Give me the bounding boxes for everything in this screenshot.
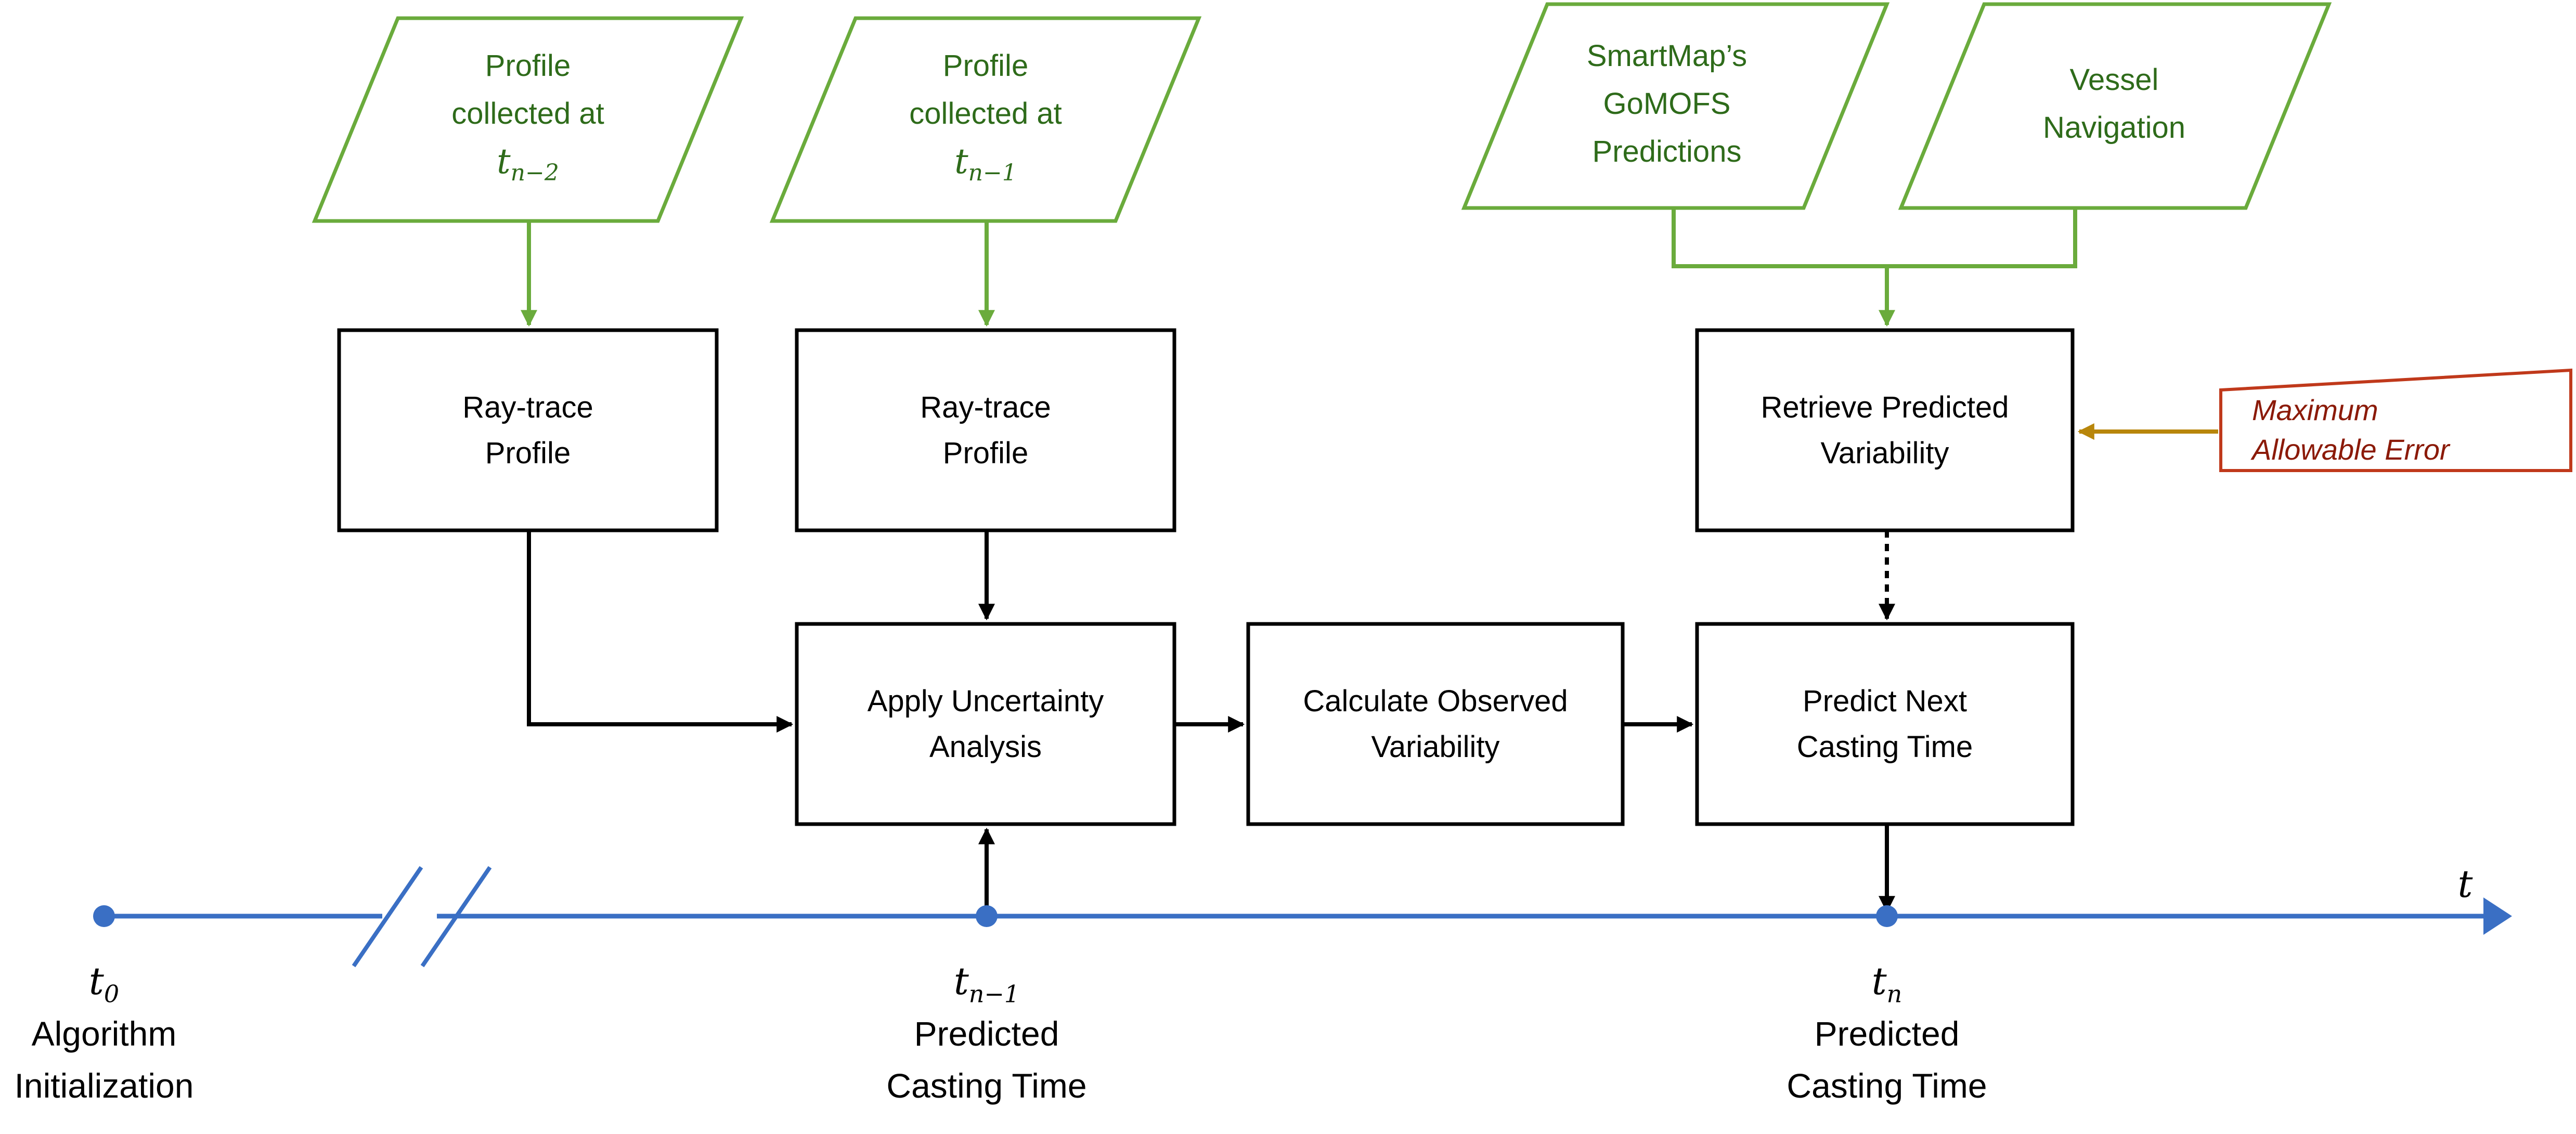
box-raytrace-1 <box>337 328 719 532</box>
timeline-point-tn <box>1876 905 1898 927</box>
input-profile-n1-shape <box>769 16 1202 223</box>
timeline-break-mark-2 <box>420 866 492 968</box>
box-raytrace-2 <box>795 328 1176 532</box>
timeline-tn-group: tn Predicted Casting Time <box>1757 959 2017 1131</box>
max-error-label: Maximum Allowable Error <box>2252 394 2450 466</box>
connector-inputs-merge <box>1672 208 2077 268</box>
box-apply-uncertainty <box>795 622 1176 826</box>
input-profile-n2: Profile collected at tn−2 <box>382 42 674 198</box>
connector-raytrace1-to-apply <box>527 530 794 733</box>
timeline-tn1-group: tn−1 Predicted Casting Time <box>857 959 1117 1131</box>
timeline-break-mark-1 <box>352 866 423 968</box>
input-profile-n2-shape <box>312 16 744 223</box>
input-vessel-nav-shape <box>1898 2 2332 210</box>
input-profile-n2-label: Profile collected at <box>451 48 604 131</box>
timeline-t0-symbol: t0 <box>88 959 120 1008</box>
retrieve-variability-label: Retrieve Predicted Variability <box>1761 390 2009 470</box>
apply-uncertainty-label: Apply Uncertainty Analysis <box>867 684 1104 764</box>
input-profile-n1-symbol: tn−1 <box>954 141 1017 187</box>
timeline-tn1-symbol: tn−1 <box>953 959 1020 1008</box>
timeline-tn-label: Predicted Casting Time <box>1787 1014 1987 1105</box>
calc-variability-label: Calculate Observed Variability <box>1303 684 1568 764</box>
box-retrieve-variability <box>1695 328 2075 532</box>
timeline-tn-symbol: tn <box>1871 959 1902 1008</box>
input-vessel-nav-label: Vessel Navigation <box>2042 63 2186 145</box>
input-profile-n2-symbol: tn−2 <box>497 141 559 187</box>
timeline-t0-group: t0 Algorithm Initialization <box>10 959 198 1131</box>
external-max-error-shape <box>2219 368 2572 472</box>
input-profile-n1-label: Profile collected at <box>909 48 1062 131</box>
timeline-axis-symbol: t <box>2457 862 2473 906</box>
input-profile-n1: Profile collected at tn−1 <box>840 42 1131 198</box>
timeline-arrowhead <box>2483 897 2512 935</box>
timeline-point-tn1 <box>976 905 998 927</box>
box-predict-next <box>1695 622 2075 826</box>
timeline-tn1-label: Predicted Casting Time <box>886 1014 1087 1105</box>
input-smartmap-shape <box>1461 2 1890 210</box>
timeline-t0-label: Algorithm Initialization <box>14 1014 194 1105</box>
box-calc-variability <box>1246 622 1625 826</box>
timeline-point-t0 <box>93 905 115 927</box>
predict-next-label: Predict Next Casting Time <box>1796 684 1973 764</box>
input-smartmap-label: SmartMap’s GoMOFS Predictions <box>1586 39 1747 168</box>
raytrace-2-label: Ray-trace Profile <box>920 390 1051 470</box>
raytrace-1-label: Ray-trace Profile <box>462 390 593 470</box>
